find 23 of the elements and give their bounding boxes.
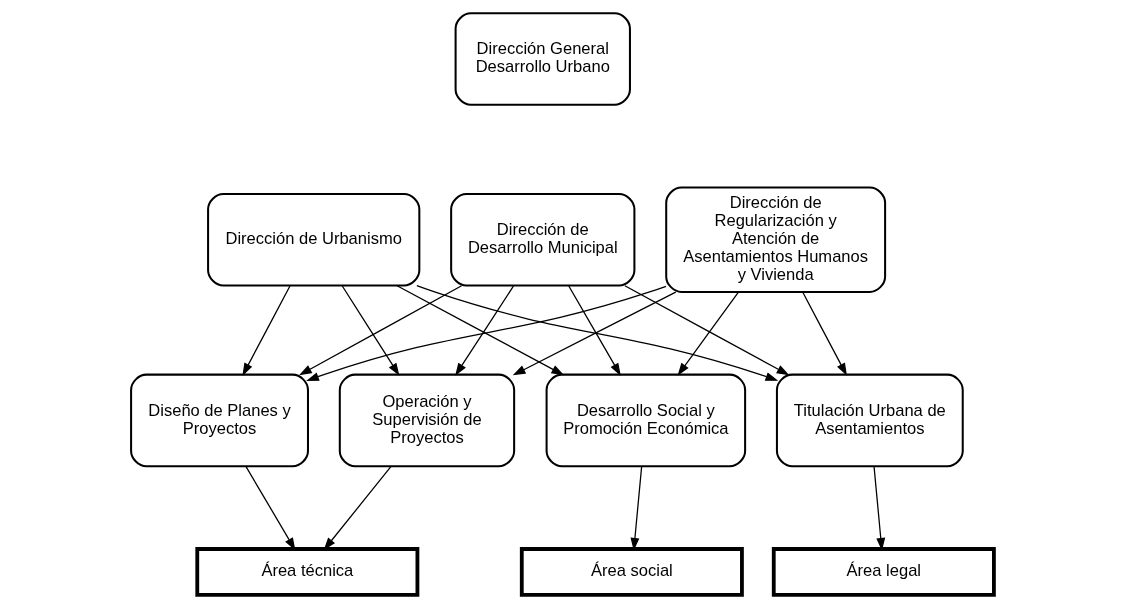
- arrow: [568, 285, 621, 376]
- arrow: [341, 285, 400, 376]
- arrow: [306, 285, 667, 381]
- arrow: [299, 285, 463, 376]
- node-box: Dirección General Desarrollo Urbano: [454, 12, 631, 106]
- node-box: Área legal: [771, 547, 996, 597]
- node-box: Diseño de Planes y Proyectos: [130, 373, 309, 468]
- arrow: [416, 285, 779, 381]
- node-box: Operación y Supervisión de Proyectos: [338, 373, 516, 468]
- arrow: [512, 291, 677, 376]
- node-box: Dirección de Urbanismo: [207, 192, 421, 287]
- arrow: [624, 285, 790, 376]
- node-box: Área social: [519, 547, 744, 597]
- arrow: [677, 291, 740, 376]
- node-box: Titulación Urbana de Asentamientos: [775, 373, 964, 468]
- node-box: Desarrollo Social y Promoción Económica: [545, 373, 747, 468]
- node-box: Dirección de Desarrollo Municipal: [450, 192, 636, 287]
- arrow: [802, 291, 847, 376]
- node-box: Dirección de Regularización y Atención de Asentamientos Humanos y Vivienda: [665, 186, 887, 293]
- arrow: [242, 285, 291, 376]
- arrow: [396, 285, 565, 376]
- node-box: Área técnica: [195, 547, 420, 597]
- arrow: [455, 285, 515, 376]
